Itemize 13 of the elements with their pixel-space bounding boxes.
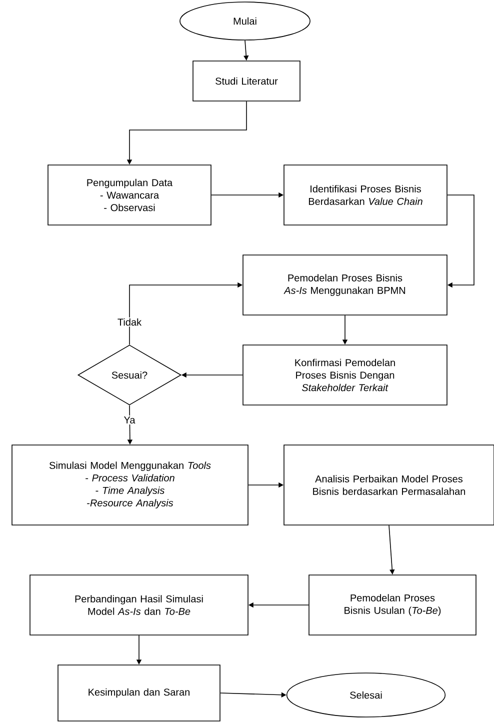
process-box: Pemodelan Proses Bisnis As-Is Menggunakan BPMN [242, 254, 448, 316]
process-box: Studi Literatur [192, 60, 300, 102]
process-box: Identifikasi Proses Bisnis Berdasarkan Value Chain [284, 164, 448, 226]
process-box: Perbandingan Hasil Simulasi Model As-Is dan To-Be [30, 574, 248, 636]
edge-label: Tidak [116, 317, 143, 327]
process-box: Pemodelan Proses Bisnis Usulan (To-Be) [308, 574, 476, 636]
process-box: Analisis Perbaikan Model Proses Bisnis berdasarkan Permasalahan [284, 444, 494, 526]
process-box: Simulasi Model Menggunakan Tools - Process Validation - Time Analysis -Resource Analysis [12, 444, 248, 526]
edge-label: Ya [122, 416, 136, 424]
arrow [447, 194, 474, 288]
process-box: Pengumpulan Data - Wawancara - Observasi [48, 164, 212, 226]
process-box: Kesimpulan dan Saran [58, 664, 220, 722]
process-box: Konfirmasi Pemodelan Proses Bisnis Dengan Stakeholder Terkait [242, 344, 448, 406]
